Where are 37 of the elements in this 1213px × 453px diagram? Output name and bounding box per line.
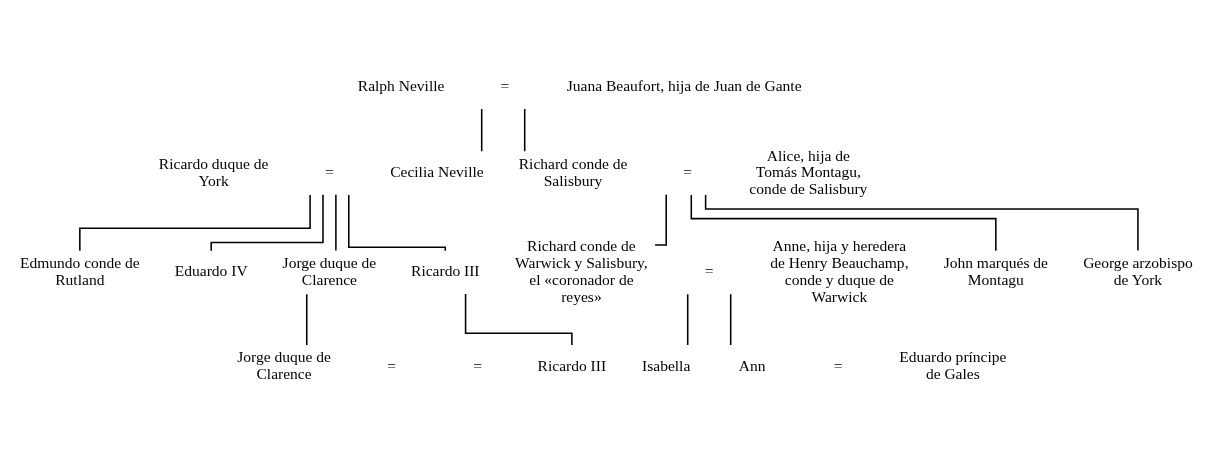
node-text: Cecilia Neville [390, 162, 484, 180]
node-text: Richard conde de Salisbury [518, 154, 628, 189]
connector [704, 193, 1139, 251]
node-text: Jorge duque de Clarence [237, 347, 331, 382]
node-text: George arzobispo de York [1083, 253, 1193, 288]
node-text: Ricardo III [411, 261, 480, 279]
connector [305, 293, 308, 346]
node-text: Isabella [642, 356, 691, 374]
connector [480, 107, 483, 152]
connector [348, 193, 447, 252]
node-text: = [500, 76, 510, 94]
node-text: Edmundo conde de Rutland [19, 253, 140, 288]
node-text: = [833, 356, 843, 374]
node-text: = [683, 162, 693, 180]
node-text: = [325, 162, 334, 180]
connector [690, 193, 997, 252]
connector [523, 107, 526, 152]
connector [79, 193, 311, 252]
node-text: Eduardo IV [174, 261, 248, 279]
node-text: Ricardo duque de York [158, 154, 269, 189]
connector [335, 193, 337, 251]
node-text: Ricardo III [537, 356, 607, 374]
node-text: Ralph Neville [357, 76, 445, 94]
connector [210, 193, 324, 251]
node-text: Alice, hija de Tomás Montagu, conde de Salisbury [749, 146, 868, 197]
node-text: Jorge duque de Clarence [282, 253, 377, 288]
node-text: Juana Beaufort, hija de Juan de Gante [566, 76, 802, 94]
node-text: Anne, hija y heredera de Henry Beauchamp, conde y duque de Warwick [770, 236, 909, 305]
node-text: Richard conde de Warwick y Salisbury, el «coronador de reyes» [515, 236, 648, 305]
node-text: John marqués de Montagu [943, 253, 1048, 288]
connector [729, 293, 732, 346]
node-text: = [473, 356, 482, 374]
connector [686, 293, 689, 346]
node-text: = [704, 261, 714, 279]
node-text: = [387, 356, 396, 374]
node-text: Ann [738, 356, 766, 374]
node-text: Eduardo príncipe de Gales [899, 347, 1007, 382]
